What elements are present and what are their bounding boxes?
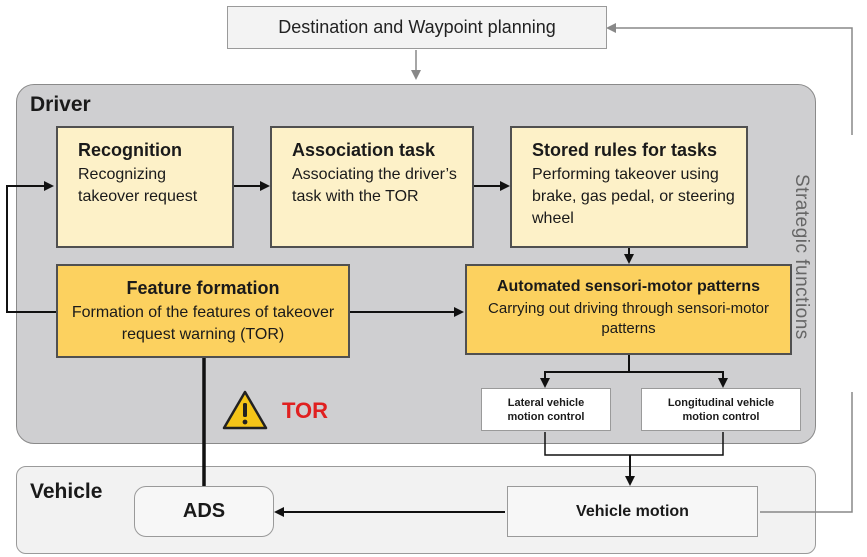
stored-rules-title: Stored rules for tasks <box>532 140 718 160</box>
vehicle-motion-box: Vehicle motion <box>507 486 758 537</box>
recognition-title: Recognition <box>78 140 182 160</box>
stored-rules-desc: Performing takeover using brake, gas ped… <box>532 166 735 227</box>
longitudinal-control-box: Longitudinal vehicle motion control <box>641 388 801 431</box>
strategic-functions-label: Strategic functions <box>791 174 812 340</box>
feature-formation-box: Feature formation Formation of the featu… <box>56 264 350 358</box>
ads-box: ADS <box>134 486 274 537</box>
automated-title: Automated sensori-motor patterns <box>496 278 761 295</box>
arrow-feature-loop-to-recognition <box>6 181 56 313</box>
driver-title: Driver <box>30 93 91 116</box>
arrow-automated-to-longitudinal <box>629 371 728 388</box>
warning-triangle-icon <box>222 390 268 430</box>
tor-label: TOR <box>282 398 329 423</box>
association-title: Association task <box>292 140 436 160</box>
feature-title: Feature formation <box>126 278 280 298</box>
arrow-controls-to-vehicle-motion <box>544 432 724 456</box>
feature-desc: Formation of the features of takeover re… <box>71 304 335 343</box>
association-desc: Associating the driver’s task with the T… <box>292 166 457 205</box>
vehicle-title: Vehicle <box>30 480 103 503</box>
arrow-automated-to-lateral <box>540 355 630 388</box>
lateral-control-box: Lateral vehicle motion control <box>481 388 611 431</box>
arrow-strategic-loop <box>760 392 853 513</box>
association-task-box: Association task Associating the driver’… <box>270 126 474 248</box>
recognition-desc: Recognizing takeover request <box>78 166 198 205</box>
stored-rules-box: Stored rules for tasks Performing takeov… <box>510 126 748 248</box>
automated-desc: Carrying out driving through sensori-mot… <box>488 300 769 337</box>
destination-planning-box: Destination and Waypoint planning <box>227 6 607 49</box>
recognition-box: Recognition Recognizing takeover request <box>56 126 234 248</box>
automated-sensori-motor-box: Automated sensori-motor patterns Carryin… <box>465 264 792 355</box>
arrow-strategic-to-planning <box>606 23 853 135</box>
